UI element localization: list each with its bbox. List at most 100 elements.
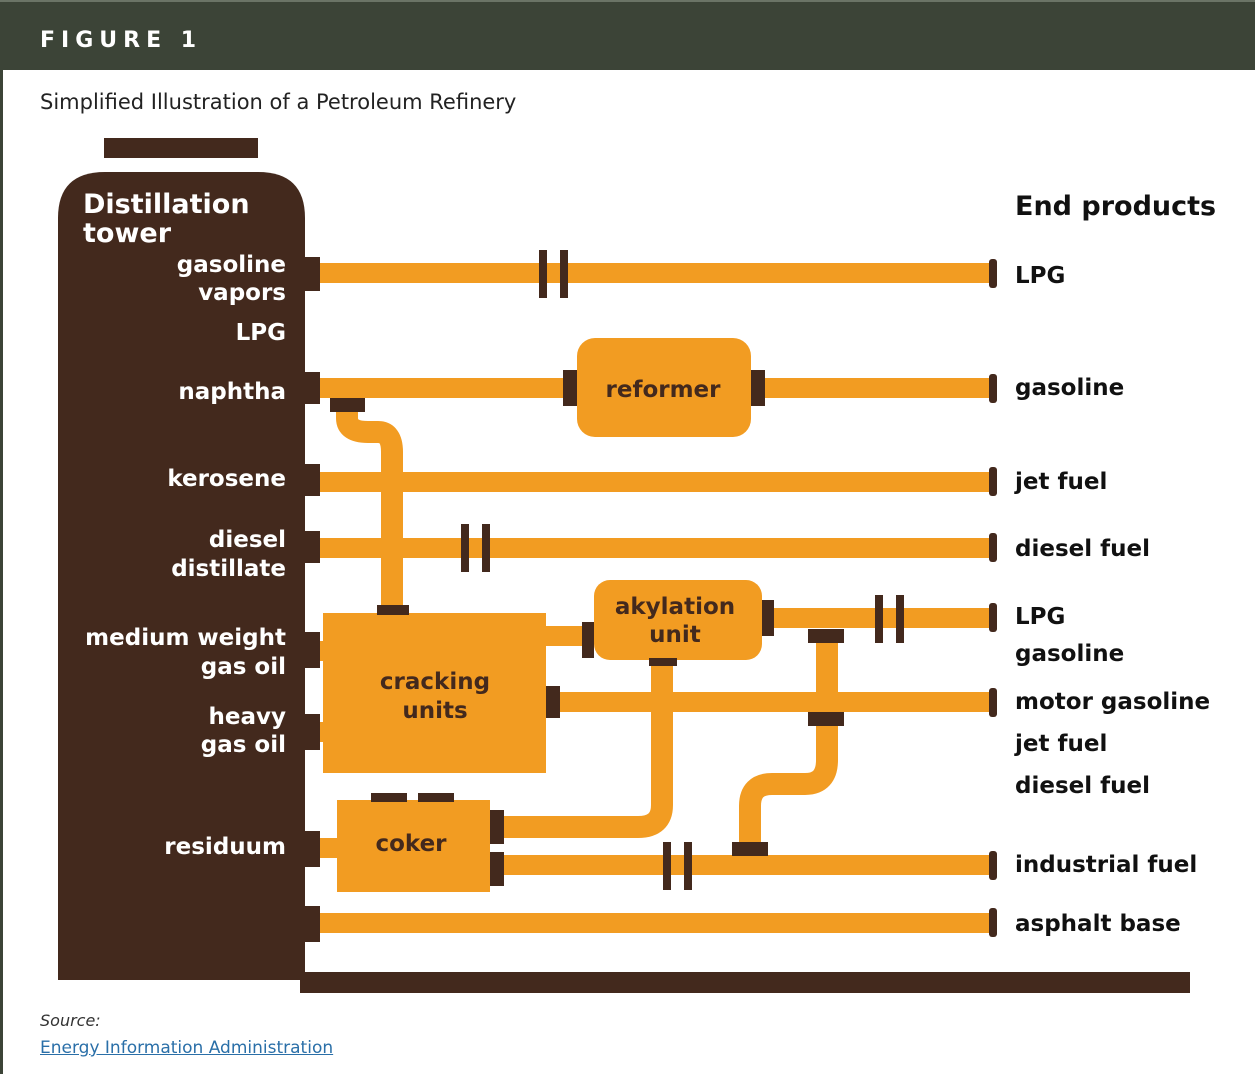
frame-left-border [0,0,3,1074]
fraction-residuum: residuum [164,834,286,860]
valve-diesel-a [461,524,469,572]
figure-label: FIGURE 1 [40,28,203,53]
unit-reformer-label: reformer [606,377,722,403]
unit-coker-label: coker [375,831,447,857]
pipe-crack-alky [545,626,590,646]
valve-industrial-b [684,842,692,890]
flange-cracking-top [377,605,409,615]
flange-industrial-junction [732,842,768,856]
product-gasoline: gasoline [1015,375,1124,401]
fraction-naphtha: naphtha [178,379,286,405]
endcap-asphalt [989,908,997,937]
product-industrial-fuel: industrial fuel [1015,852,1197,878]
fraction-diesel-2: distillate [171,556,286,582]
valve-lpg-a [539,250,547,298]
valve-industrial-a [663,842,671,890]
endcap-lpg [989,259,997,288]
unit-alkylation-label-2: unit [649,622,701,648]
endcap-motor [989,688,997,717]
endcap-industrial [989,851,997,880]
source-link[interactable]: Energy Information Administration [40,1038,334,1058]
flange-coker-top-b [418,793,454,802]
product-asphalt-base: asphalt base [1015,911,1181,937]
flange-coker-out-upper [490,810,504,844]
flange-bridge-top [808,629,844,643]
figure-header-bar: FIGURE 1 [0,0,1255,70]
flange-alky-out [762,600,774,636]
valve-alky-b [896,595,904,643]
pipe-kerosene [312,472,992,492]
fraction-diesel-1: diesel [209,527,286,553]
tower-title-line1: Distillation [83,189,250,220]
flange-coker-top-a [371,793,407,802]
source-label: Source: [40,1011,101,1030]
alkylation-unit [594,580,762,660]
outlet-residuum [305,831,320,867]
flange-bridge-bottom [808,712,844,726]
fraction-kerosene: kerosene [167,466,286,492]
fraction-medium-1: medium weight [85,625,286,651]
pipes [312,263,992,933]
outlet-asphalt [305,906,320,942]
pipe-diesel [312,538,992,558]
coker-unit [337,800,490,892]
outlet-heavy [305,714,320,750]
pipe-crack-motor [553,692,992,712]
fraction-heavy-1: heavy [209,704,286,730]
unit-cracking-label-2: units [402,698,467,724]
flange-coker-out-lower [490,852,504,886]
outlet-medium [305,632,320,668]
ground-line [300,972,1190,993]
outlet-naphtha [305,372,320,404]
fraction-lpg: LPG [236,320,286,346]
unit-cracking-label-1: cracking [380,669,490,695]
cracking-unit [323,613,546,773]
fraction-medium-2: gas oil [201,654,286,680]
tower-cap [104,138,258,158]
valve-lpg-b [560,250,568,298]
fraction-gasoline-vapors-1: gasoline [177,252,286,278]
product-alky-lpg: LPG [1015,604,1065,630]
process-units [323,338,762,892]
figure-subtitle: Simplified Illustration of a Petroleum R… [40,90,517,114]
connectors [305,250,997,942]
pipe-reformer-gasoline [756,378,992,398]
pipe-lpg [312,263,992,283]
product-crack-diesel-fuel: diesel fuel [1015,773,1150,799]
pipe-motor-industrial [739,724,838,845]
product-crack-jet-fuel: jet fuel [1014,731,1107,757]
fraction-gasoline-vapors-2: vapors [198,280,286,306]
product-diesel-fuel: diesel fuel [1015,536,1150,562]
pipe-naphtha-cracking [336,408,403,612]
valve-diesel-b [482,524,490,572]
product-jet-fuel: jet fuel [1014,469,1107,495]
outlet-diesel [305,531,320,563]
endcap-diesel [989,533,997,562]
fraction-heavy-2: gas oil [201,732,286,758]
unit-alkylation-label-1: akylation [615,594,735,620]
pipe-bridge [816,638,838,718]
flange-alky-in [582,622,594,658]
distillation-tower [58,172,305,980]
flange-reformer-in [563,370,577,406]
product-lpg: LPG [1015,263,1065,289]
reformer-unit [577,338,751,437]
end-products-title: End products [1015,191,1216,222]
outlet-kerosene [305,464,320,496]
endcap-jet [989,467,997,496]
pipe-coker-alky [500,656,673,838]
product-motor-gasoline: motor gasoline [1015,689,1210,715]
endcap-alky [989,603,997,632]
flange-alky-bottom [649,658,677,666]
product-alky-gasoline: gasoline [1015,641,1124,667]
valve-alky-a [875,595,883,643]
flange-cracking-right [546,686,560,718]
flange-reformer-out [751,370,765,406]
flange-naphtha-branch [330,398,365,412]
pipe-coker-industrial [498,855,992,875]
endcap-gasoline [989,374,997,403]
pipe-asphalt [312,913,992,933]
tower-title-line2: tower [83,218,172,249]
pipe-naphtha-reformer [312,378,582,398]
